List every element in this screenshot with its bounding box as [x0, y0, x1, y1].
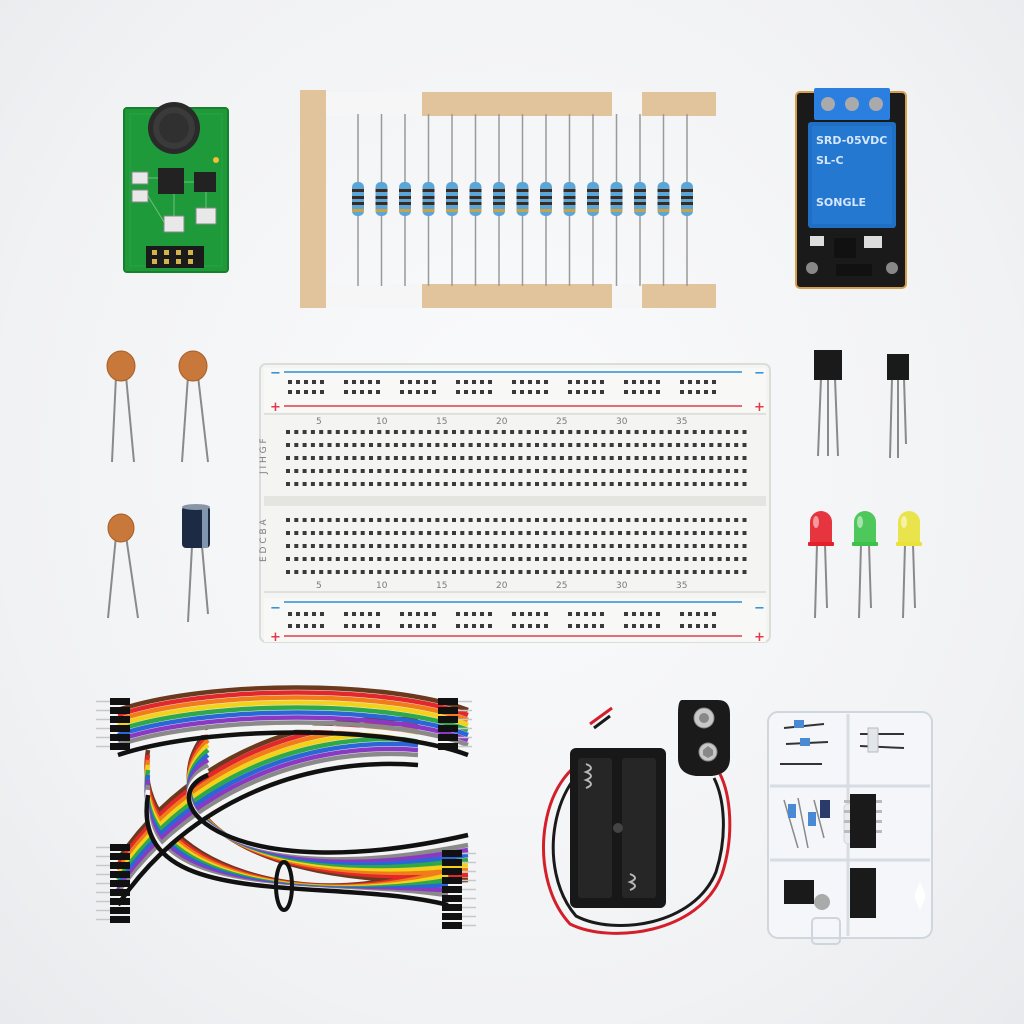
jumper-wire-bundle — [88, 685, 500, 940]
resistor — [610, 114, 623, 286]
resistor — [681, 114, 693, 286]
parts-storage-box — [764, 708, 936, 945]
column-number: 30 — [616, 581, 628, 591]
column-number: 35 — [676, 581, 687, 591]
electrolytic-capacitor — [178, 502, 218, 626]
rail-sign: + — [754, 630, 765, 645]
column-number: 20 — [496, 581, 508, 591]
column-number: 10 — [376, 417, 388, 427]
ceramic-capacitor — [100, 346, 144, 466]
relay-brand: SONGLE — [816, 196, 866, 209]
resistor — [493, 114, 505, 286]
resistor — [634, 114, 646, 286]
led — [806, 508, 836, 622]
9v-battery-snap — [672, 694, 736, 784]
transistor — [884, 352, 912, 462]
ceramic-capacitor — [100, 510, 144, 622]
column-number: 20 — [496, 417, 508, 427]
resistor — [399, 114, 411, 286]
column-number: 15 — [436, 581, 447, 591]
resistor-tape-strip — [300, 90, 720, 310]
resistor — [516, 114, 529, 286]
row-letters-top: J I H G F — [259, 438, 269, 475]
resistor — [657, 114, 670, 286]
resistor — [352, 114, 364, 286]
column-number: 5 — [316, 581, 322, 591]
resistor — [375, 114, 388, 286]
column-number: 35 — [676, 417, 687, 427]
rail-sign: + — [270, 400, 281, 415]
sound-sensor-module — [122, 98, 230, 276]
resistor — [469, 114, 482, 286]
rail-sign: − — [754, 601, 765, 616]
battery-holder — [530, 694, 740, 944]
rail-sign: − — [270, 601, 281, 616]
relay-label-line-2: SL-C — [816, 154, 844, 167]
column-number: 25 — [556, 581, 567, 591]
rail-sign: − — [270, 366, 281, 381]
resistor — [446, 114, 458, 286]
led — [850, 508, 880, 622]
rail-sign: + — [754, 400, 765, 415]
relay-module: SRD-05VDC SL-C SONGLE — [794, 88, 910, 290]
resistor — [540, 114, 552, 286]
ceramic-capacitor — [172, 346, 216, 466]
column-number: 15 — [436, 417, 447, 427]
resistor — [563, 114, 576, 286]
led — [894, 508, 924, 622]
solderless-breadboard: − + − + − + − +5 10 15 20 25 30 35 5 10 15 20 25 30 35 J I H … — [258, 362, 774, 648]
column-number: 25 — [556, 417, 567, 427]
rail-sign: + — [270, 630, 281, 645]
column-number: 30 — [616, 417, 628, 427]
resistor — [587, 114, 599, 286]
transistor — [812, 348, 844, 460]
resistor — [422, 114, 435, 286]
row-letters-bottom: E D C B A — [259, 518, 269, 562]
column-number: 5 — [316, 417, 322, 427]
relay-label-line-1: SRD-05VDC — [816, 134, 887, 147]
rail-sign: − — [754, 366, 765, 381]
column-number: 10 — [376, 581, 388, 591]
